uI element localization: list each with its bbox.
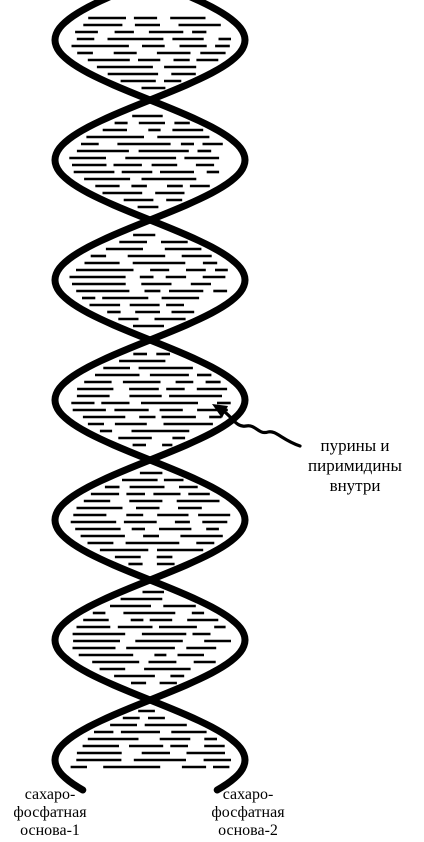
base-pairs: [69, 16, 231, 769]
backbone-1-label: сахаро- фосфатная основа-1: [0, 786, 100, 840]
bases-label-line-2: пиримидины: [308, 456, 402, 475]
backbone-2-label: сахаро- фосфатная основа-2: [188, 786, 308, 840]
bases-inside-label: пурины и пиримидины внутри: [300, 436, 410, 496]
backbone-1-label-line-1: сахаро-: [24, 786, 76, 803]
sugar-phosphate-backbone-2: [51, 0, 249, 794]
backbone-2-label-line-1: сахаро-: [222, 786, 274, 803]
bases-label-line-3: внутри: [329, 476, 381, 495]
backbone-2-label-line-3: основа-2: [218, 822, 278, 839]
helix-strands: [51, 0, 249, 794]
sugar-phosphate-backbone-1: [51, 0, 249, 794]
pointer-arrow: [212, 404, 302, 448]
bases-label-line-1: пурины и: [320, 436, 390, 455]
backbone-2-label-line-2: фосфатная: [211, 804, 285, 821]
backbone-1-label-line-2: фосфатная: [13, 804, 87, 821]
backbone-1-label-line-3: основа-1: [20, 822, 80, 839]
